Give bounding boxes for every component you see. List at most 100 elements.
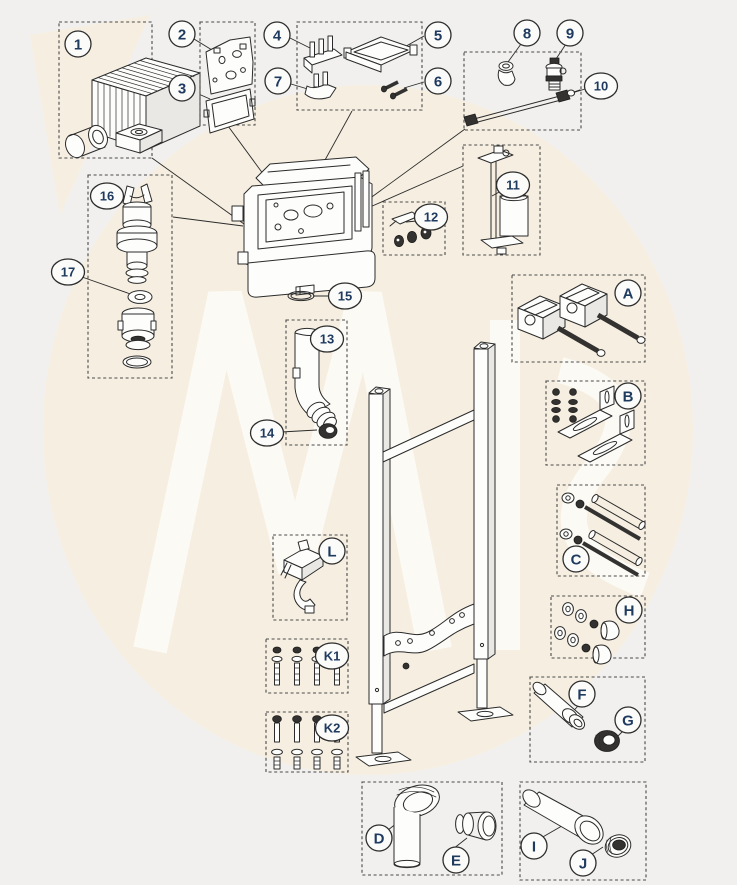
callout-B-label: B (623, 389, 634, 406)
group-box-11 (462, 144, 541, 256)
callout-7: 7 (264, 67, 292, 95)
callout-7-label: 7 (274, 74, 282, 91)
part-group-11 (462, 144, 541, 256)
part-group-16-17 (87, 174, 173, 379)
callout-L: L (318, 537, 346, 565)
callout-10-label: 10 (594, 79, 608, 94)
callout-J: J (569, 849, 597, 877)
part-group-I-J (519, 781, 647, 881)
bracket-part-5 (343, 36, 418, 73)
mounting-frame (355, 341, 514, 767)
valve-part-9 (545, 57, 567, 91)
callout-A-label: A (623, 286, 634, 303)
callout-14-label: 14 (260, 426, 275, 441)
callout-F-label: F (577, 687, 586, 704)
part-group-13-14 (285, 319, 348, 446)
part-group-L (272, 534, 348, 621)
seal-part-J (604, 834, 632, 858)
part-group-2-3 (199, 21, 256, 134)
callout-E-label: E (451, 853, 461, 870)
callout-14: 14 (249, 419, 285, 447)
callout-12-label: 12 (424, 210, 438, 225)
callout-J-label: J (579, 856, 587, 873)
group-box-8-9-10 (463, 51, 582, 131)
hose-part-10 (463, 89, 581, 127)
group-box-1 (58, 21, 153, 159)
part-group-F-G (529, 676, 646, 763)
callout-4-label: 4 (273, 28, 282, 45)
callout-2-label: 2 (178, 27, 186, 44)
seal-part-14 (318, 423, 338, 439)
group-box-B (545, 380, 646, 466)
callout-K1: K1 (314, 642, 350, 670)
washer-part-17 (127, 290, 153, 304)
callout-L-label: L (327, 544, 336, 561)
l-bracket-2 (577, 409, 635, 463)
callout-5: 5 (424, 21, 452, 49)
callout-8-label: 8 (523, 26, 531, 43)
callout-I: I (520, 832, 548, 860)
callout-G: G (614, 706, 642, 734)
callout-16-label: 16 (100, 189, 114, 204)
callout-13-label: 13 (320, 332, 334, 347)
l-bracket-1 (557, 385, 615, 439)
part-group-C (556, 484, 646, 577)
callout-K2: K2 (314, 714, 350, 742)
callout-C: C (562, 545, 590, 573)
group-box-4-5-6-7 (296, 21, 423, 111)
pipe-part-I (522, 789, 604, 845)
callout-11-label: 11 (506, 178, 520, 193)
callout-17-label: 17 (61, 265, 75, 280)
elbow-part-D (393, 784, 440, 869)
callout-K2-label: K2 (324, 721, 341, 736)
group-box-16-17 (87, 174, 173, 379)
callout-13: 13 (309, 325, 345, 353)
callout-10: 10 (583, 72, 619, 100)
cone-part-E (455, 811, 497, 841)
cistern-tank (231, 156, 376, 302)
callout-15: 15 (327, 282, 363, 310)
callout-C-label: C (571, 552, 582, 569)
bracket-part-4 (303, 35, 343, 74)
cap-washer-row-2 (554, 626, 612, 665)
group-box-12 (382, 201, 446, 256)
callout-H-label: H (624, 603, 635, 620)
callout-H: H (615, 596, 643, 624)
callout-11: 11 (495, 171, 531, 199)
callout-4: 4 (263, 21, 291, 49)
callout-3-label: 3 (178, 81, 186, 98)
part-group-D-E (361, 781, 503, 876)
flush-valve-part-16 (116, 183, 158, 284)
group-box-K2 (265, 711, 349, 773)
pipe-part-F (532, 681, 586, 730)
callout-2: 2 (168, 20, 196, 48)
callout-G-label: G (622, 713, 634, 730)
callout-12: 12 (413, 203, 449, 231)
group-box-D-E (361, 781, 503, 876)
callouts: 1 2 3 4 5 6 7 8 9 10 11 12 13 14 15 16 1… (50, 19, 643, 877)
frame-plate-part-3 (203, 88, 256, 134)
sleeve-part (65, 124, 108, 159)
callout-17: 17 (50, 258, 86, 286)
group-box-A (511, 274, 646, 363)
callout-6-label: 6 (434, 74, 442, 91)
cap-washer-row-1 (562, 602, 620, 641)
callout-8: 8 (513, 19, 541, 47)
part-group-4-5-6-7 (296, 21, 423, 111)
bracket-hardware (551, 388, 578, 423)
callout-A: A (614, 279, 642, 307)
small-box-part (115, 123, 163, 154)
wall-bracket-2 (559, 283, 608, 328)
callout-1: 1 (64, 30, 92, 58)
part-group-H (550, 595, 646, 665)
group-box-F-G (529, 676, 646, 763)
group-box-L (272, 534, 348, 621)
part-group-B (545, 380, 646, 466)
valve-seat-part (117, 307, 157, 351)
group-box-13-14 (285, 319, 348, 446)
callout-1-label: 1 (74, 37, 82, 54)
callout-E: E (442, 846, 470, 874)
clip-part-8 (497, 61, 516, 86)
callout-9: 9 (556, 19, 584, 47)
